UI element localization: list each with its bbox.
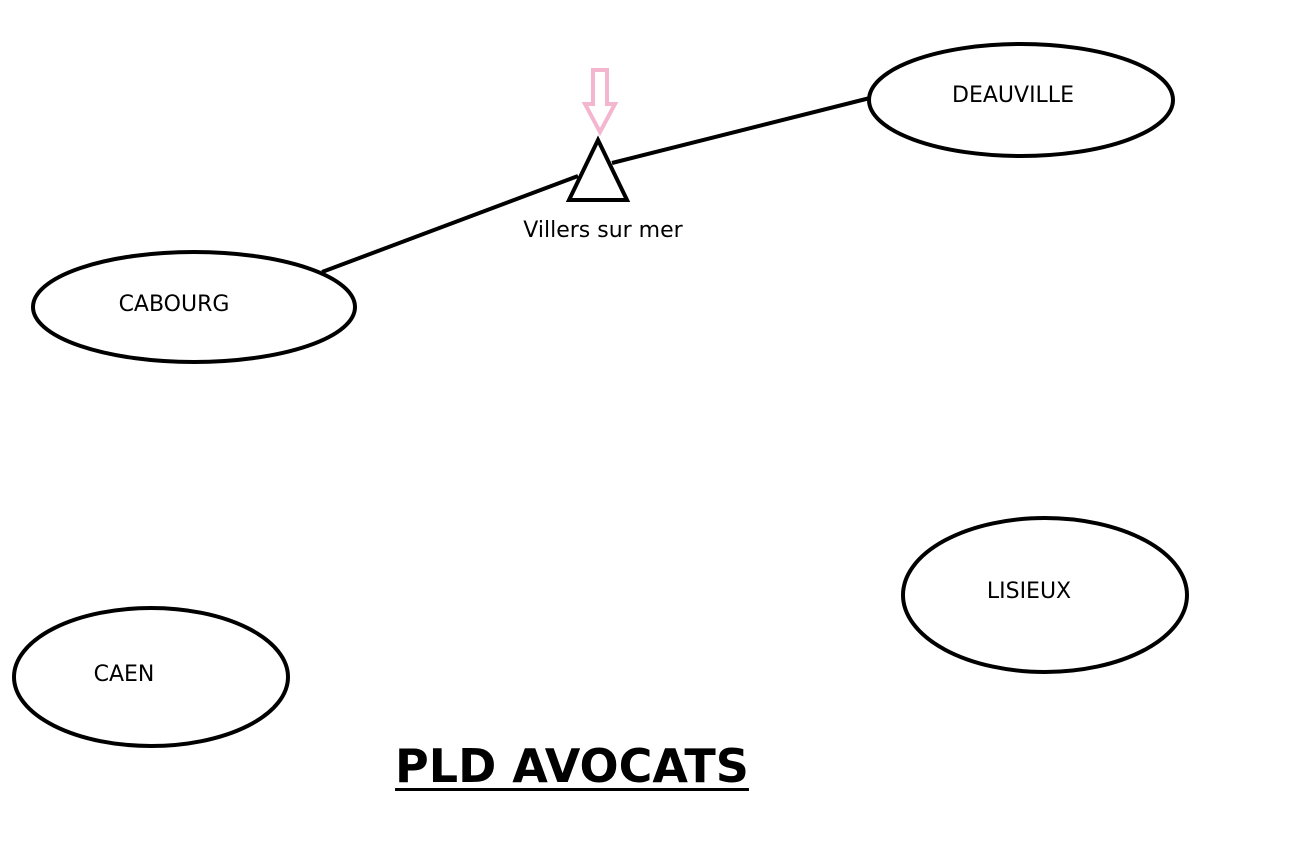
deauville-ellipse bbox=[867, 42, 1175, 158]
villers-label: Villers sur mer bbox=[523, 218, 683, 243]
lisieux-label: LISIEUX bbox=[986, 579, 1072, 604]
caen-label: CAEN bbox=[93, 662, 155, 687]
cabourg-ellipse bbox=[31, 250, 357, 364]
down-arrow-icon bbox=[581, 68, 619, 137]
deauville-label: DEAUVILLE bbox=[952, 83, 1074, 108]
villers-triangle bbox=[565, 135, 631, 202]
edge-cabourg-villers bbox=[321, 174, 579, 274]
cabourg-label: CABOURG bbox=[118, 292, 230, 317]
edge-villers-deauville bbox=[611, 96, 871, 165]
page-title: PLD AVOCATS bbox=[395, 739, 749, 793]
lisieux-ellipse bbox=[901, 516, 1189, 674]
caen-ellipse bbox=[12, 606, 290, 748]
